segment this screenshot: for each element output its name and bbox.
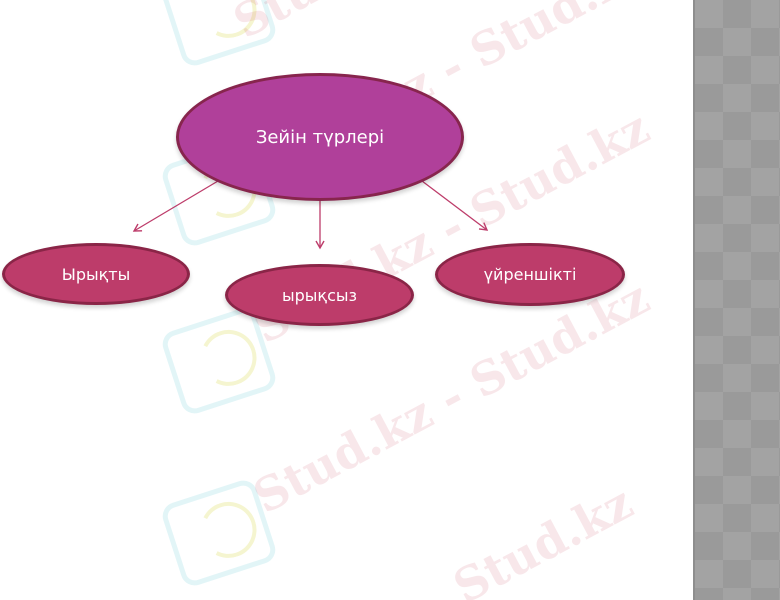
slide: Stud.kz - Stud.kz Stud.kz - Stud.kz Stud… <box>0 0 693 600</box>
arrow-to-yryqty <box>132 180 219 232</box>
child-node-habitual: үйреншікті <box>435 243 625 306</box>
child-node-label: ырықсыз <box>281 285 358 305</box>
arrow-to-uirenshikti <box>421 180 489 231</box>
root-node-attention-types: Зейін түрлері <box>176 73 464 201</box>
child-node-label: Ырықты <box>61 264 131 284</box>
side-decorative-panel <box>693 0 780 600</box>
root-node-label: Зейін түрлері <box>255 126 385 148</box>
connector-arrows <box>132 180 489 250</box>
child-node-voluntary: Ырықты <box>2 243 190 305</box>
child-node-involuntary: ырықсыз <box>225 264 414 326</box>
child-node-label: үйреншікті <box>483 265 577 284</box>
